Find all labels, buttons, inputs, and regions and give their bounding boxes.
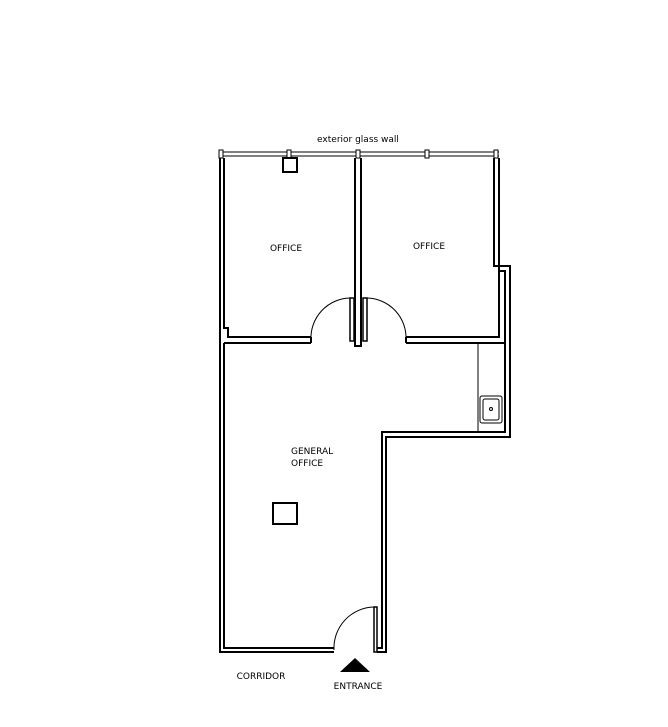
general-office-label-2: OFFICE: [291, 459, 323, 469]
left-office-door: [310, 297, 351, 341]
corridor-label: CORRIDOR: [237, 672, 286, 682]
right-office-door: [366, 297, 407, 341]
doors: [310, 297, 407, 653]
right-office-wall: [377, 158, 511, 653]
column: [272, 502, 298, 525]
left-exterior-wall: [219, 158, 334, 653]
general-office-label: GENERAL: [291, 447, 333, 457]
glass-wall-label: exterior glass wall: [317, 135, 399, 145]
kitchenette: [477, 343, 503, 432]
entrance-door-leaf: [373, 606, 378, 653]
sink: [479, 395, 503, 424]
exterior-glass-wall: [218, 149, 499, 159]
office-left-label: OFFICE: [270, 244, 302, 254]
sink-drain-icon: [489, 407, 493, 411]
column: [282, 157, 298, 173]
center-partition: [354, 158, 362, 347]
office-right-label: OFFICE: [413, 242, 445, 252]
right-office-door-leaf: [362, 297, 368, 342]
entrance-label: ENTRANCE: [334, 682, 383, 692]
entrance-door: [333, 606, 375, 651]
walls: [218, 149, 511, 653]
left-office-door-leaf: [349, 297, 355, 342]
entrance-arrow-icon: [340, 658, 370, 672]
